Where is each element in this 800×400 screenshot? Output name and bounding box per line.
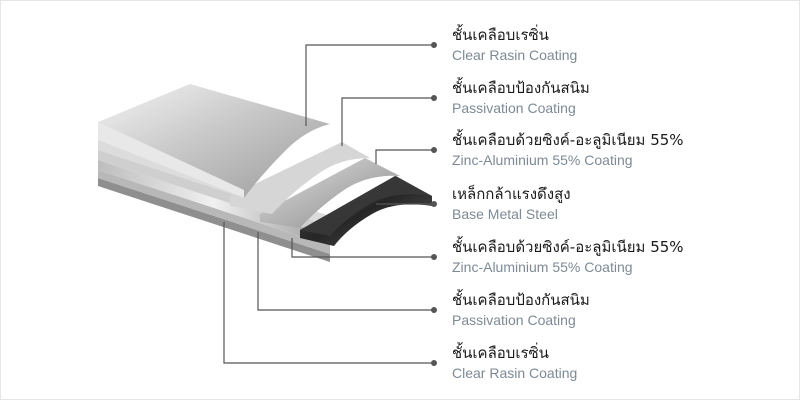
zinc-aluminium-layer [260, 158, 400, 228]
layer-label-english: Clear Rasin Coating [452, 365, 578, 381]
base-metal-steel-face [300, 176, 432, 236]
layer-label-thai: ชั้นเคลือบด้วยซิงค์-อะลูมิเนียม 55% [452, 238, 684, 256]
leader-dot-6 [431, 307, 437, 313]
layer-label-2: ชั้นเคลือบป้องกันสนิม Passivation Coatin… [452, 78, 590, 118]
leader-line-5 [291, 238, 434, 258]
layer-label-thai: ชั้นเคลือบป้องกันสนิม [452, 79, 590, 97]
leader-lines [223, 42, 437, 366]
leader-line-6 [257, 232, 434, 311]
clear-resin-top-layer [98, 84, 330, 198]
sheet-edge-bottom-4 [98, 178, 330, 262]
leader-line-2 [341, 97, 434, 146]
layer-label-english: Passivation Coating [452, 312, 576, 328]
sheet-edge-bottom-3 [98, 170, 330, 254]
leader-dot-7 [431, 360, 437, 366]
leader-line-3 [375, 149, 434, 164]
sheet-edge-bottom-2 [98, 160, 330, 246]
layer-label-4: เหล็กกล้าแรงดึงสูง Base Metal Steel [452, 184, 571, 224]
leader-dot-1 [431, 42, 437, 48]
top-sheet-front-edge [98, 122, 244, 198]
leader-line-7 [223, 222, 434, 364]
layer-label-1: ชั้นเคลือบเรซิ่น Clear Rasin Coating [452, 25, 577, 65]
layer-label-english: Zinc-Aluminium 55% Coating [452, 259, 633, 275]
layer-label-english: Clear Rasin Coating [452, 47, 578, 63]
layer-label-english: Base Metal Steel [452, 206, 558, 222]
layer-label-english: Passivation Coating [452, 100, 576, 116]
leader-dot-5 [431, 254, 437, 260]
layer-label-thai: เหล็กกล้าแรงดึงสูง [452, 185, 571, 203]
passivation-layer [230, 142, 370, 214]
layer-label-6: ชั้นเคลือบป้องกันสนิม Passivation Coatin… [452, 290, 590, 330]
leader-dot-4 [431, 201, 437, 207]
leader-dot-2 [431, 95, 437, 101]
layer-label-3: ชั้นเคลือบด้วยซิงค์-อะลูมิเนียม 55% Zinc… [452, 130, 684, 170]
layer-label-5: ชั้นเคลือบด้วยซิงค์-อะลูมิเนียม 55% Zinc… [452, 237, 684, 277]
layer-label-english: Zinc-Aluminium 55% Coating [452, 152, 633, 168]
layer-label-thai: ชั้นเคลือบเรซิ่น [452, 344, 549, 362]
layer-label-7: ชั้นเคลือบเรซิ่น Clear Rasin Coating [452, 343, 577, 383]
layer-label-thai: ชั้นเคลือบเรซิ่น [452, 26, 549, 44]
layer-label-thai: ชั้นเคลือบป้องกันสนิม [452, 291, 590, 309]
leader-dot-3 [431, 147, 437, 153]
leader-line-1 [305, 44, 434, 126]
layer-label-thai: ชั้นเคลือบด้วยซิงค์-อะลูมิเนียม 55% [452, 131, 684, 149]
